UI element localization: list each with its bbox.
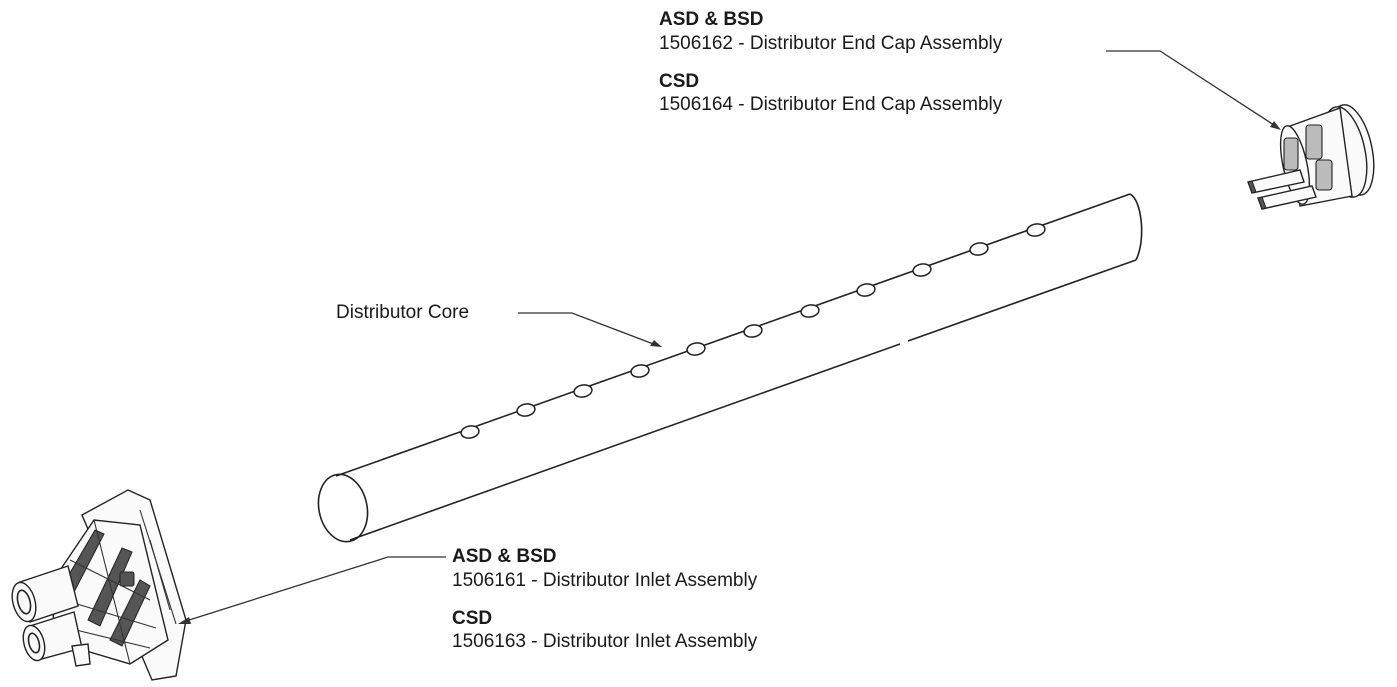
core-leader xyxy=(518,312,662,347)
distributor-core-label: Distributor Core xyxy=(336,302,470,323)
inlet-leader xyxy=(178,556,446,624)
end-cap-label-block: ASD & BSD 1506162 - Distributor End Cap … xyxy=(659,8,1002,117)
end-cap-assembly xyxy=(1247,104,1375,210)
inlet-variant1-heading: ASD & BSD xyxy=(452,546,557,567)
core-holes xyxy=(460,223,1046,439)
distributor-core-tube xyxy=(317,193,1143,543)
inlet-label-block: ASD & BSD 1506161 - Distributor Inlet As… xyxy=(452,545,757,654)
inlet-variant1-part: 1506161 - Distributor Inlet Assembly xyxy=(452,569,758,591)
end-cap-variant1-part: 1506162 - Distributor End Cap Assembly xyxy=(659,32,1003,54)
inlet-variant2-heading: CSD xyxy=(452,607,493,629)
end-cap-variant2-part: 1506164 - Distributor End Cap Assembly xyxy=(659,94,1003,116)
end-cap-variant1-heading: ASD & BSD xyxy=(659,9,764,30)
inlet-variant2-part: 1506163 - Distributor Inlet Assembly xyxy=(452,631,758,653)
end-cap-variant2-heading: CSD xyxy=(659,70,700,92)
inlet-assembly xyxy=(11,489,187,681)
end-cap-leader xyxy=(1106,50,1281,130)
